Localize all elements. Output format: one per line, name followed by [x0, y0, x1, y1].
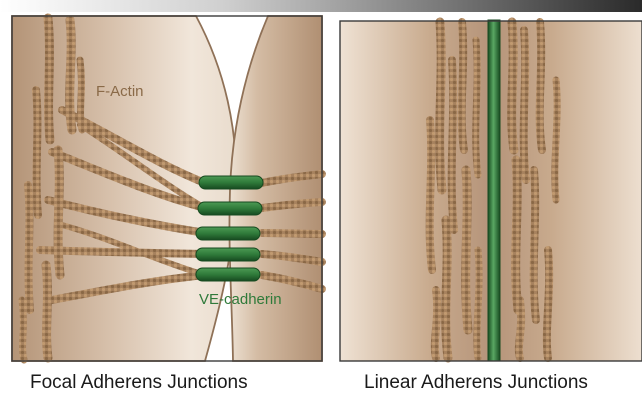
cadherin-bar: [196, 248, 260, 261]
focal-panel: F-Actin VE-cadherin: [12, 16, 322, 361]
cadherin-bar: [196, 268, 260, 281]
linear-panel: [340, 20, 642, 361]
cadherin-bar: [199, 176, 263, 189]
caption-linear: Linear Adherens Junctions: [364, 372, 588, 393]
top-gradient-bar: [0, 0, 642, 12]
caption-focal: Focal Adherens Junctions: [30, 372, 248, 393]
label-ve-cadherin: VE-cadherin: [199, 291, 282, 308]
cadherin-bar: [196, 227, 260, 240]
cadherin-bar: [198, 202, 262, 215]
label-f-actin: F-Actin: [96, 83, 144, 100]
linear-cadherin-strand: [488, 20, 500, 361]
